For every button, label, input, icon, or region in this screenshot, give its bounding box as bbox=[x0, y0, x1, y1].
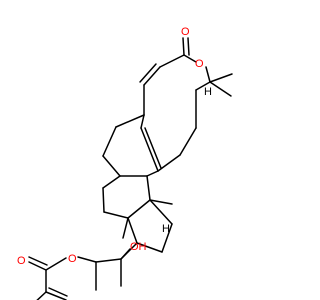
bond bbox=[122, 217, 129, 239]
bond bbox=[48, 287, 68, 297]
hydroxyl-group: OH bbox=[130, 241, 147, 253]
bond bbox=[149, 199, 173, 205]
bond bbox=[127, 217, 138, 244]
bond bbox=[209, 81, 232, 97]
bond bbox=[77, 256, 97, 263]
bond bbox=[102, 187, 105, 213]
bond bbox=[146, 175, 151, 201]
bond bbox=[205, 66, 211, 83]
bond bbox=[182, 37, 185, 56]
bond bbox=[102, 175, 121, 189]
bond bbox=[95, 258, 122, 263]
bond bbox=[144, 127, 162, 169]
lactone-oxygen: O bbox=[195, 58, 204, 70]
bond bbox=[28, 256, 48, 266]
bond bbox=[159, 54, 185, 68]
bond bbox=[115, 114, 145, 128]
bond bbox=[136, 242, 163, 253]
carbonyl-oxygen-left: O bbox=[17, 255, 26, 267]
bond bbox=[183, 54, 197, 63]
bond bbox=[143, 66, 161, 86]
bond bbox=[127, 199, 151, 219]
stereo-hydrogen-upper: H bbox=[204, 86, 212, 98]
bond bbox=[140, 114, 145, 129]
stereo-hydrogen-lower: H bbox=[162, 223, 170, 235]
bond bbox=[102, 126, 117, 157]
bond bbox=[103, 211, 129, 219]
bond bbox=[28, 261, 47, 271]
bond bbox=[161, 223, 173, 253]
bond bbox=[120, 248, 131, 260]
bond bbox=[140, 127, 159, 172]
ring-oxygen-left: O bbox=[68, 253, 77, 265]
carbonyl-oxygen-top: O bbox=[181, 26, 190, 38]
atom-labels: O O H H OH O O bbox=[17, 26, 212, 267]
bond bbox=[36, 291, 47, 300]
bond bbox=[139, 63, 157, 83]
bond bbox=[45, 257, 67, 271]
bond bbox=[102, 155, 121, 177]
bond bbox=[149, 199, 173, 225]
bond bbox=[187, 37, 190, 56]
bond bbox=[146, 170, 159, 177]
bond bbox=[195, 81, 211, 91]
bond bbox=[45, 291, 67, 300]
bond bbox=[179, 127, 197, 156]
bond bbox=[209, 73, 233, 83]
molecule-structure: O O H H OH O O bbox=[17, 26, 233, 300]
bonds bbox=[28, 37, 233, 300]
